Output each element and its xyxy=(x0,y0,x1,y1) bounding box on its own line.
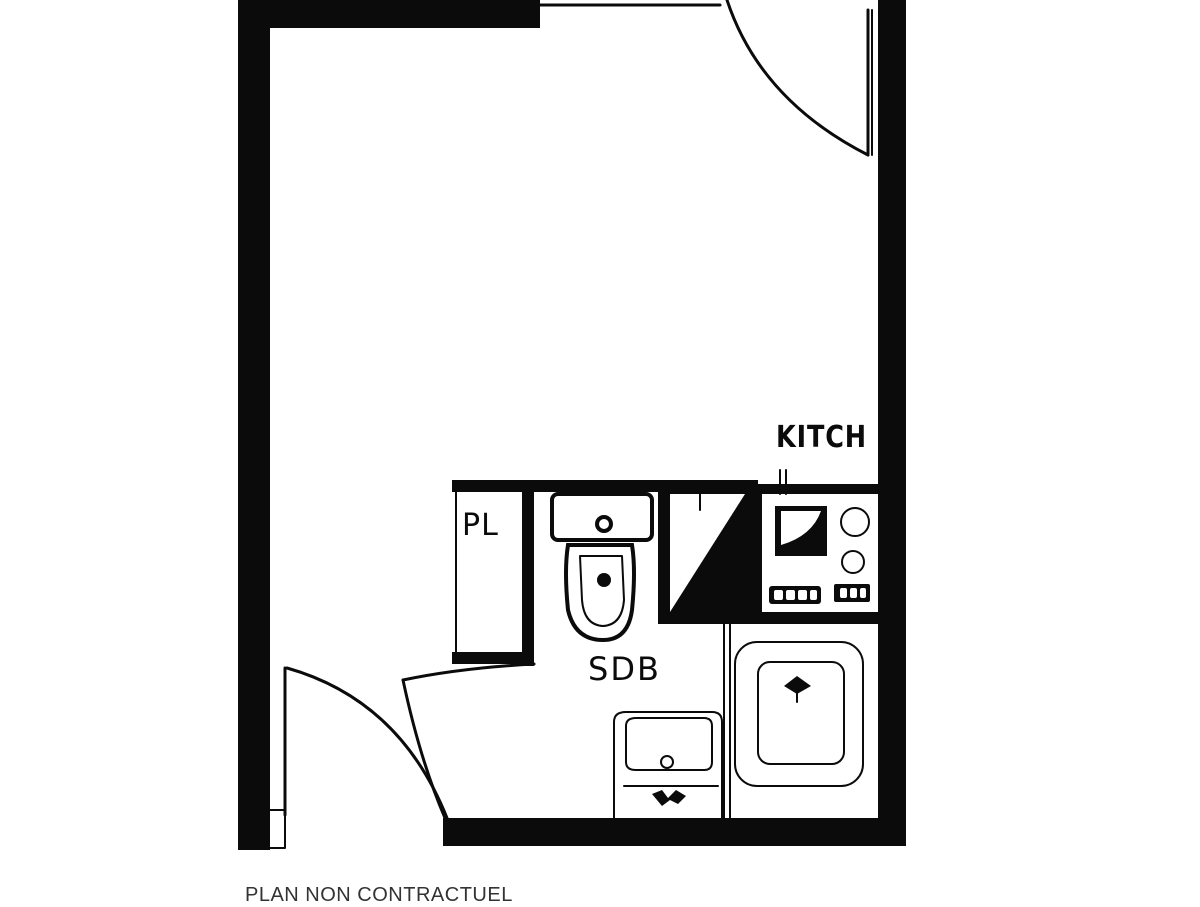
plan-caption: PLAN NON CONTRACTUEL xyxy=(245,884,513,906)
room-label-closet: PL xyxy=(462,508,499,543)
exterior-walls xyxy=(238,0,906,850)
washbasin-fixture xyxy=(613,711,723,819)
shower-tray xyxy=(734,641,864,787)
toilet-fixture xyxy=(550,492,654,643)
room-label-bathroom: SDB xyxy=(588,650,661,688)
room-label-kitchenette: KITCH xyxy=(776,420,867,455)
bathroom-walls xyxy=(401,621,731,820)
entry-door xyxy=(269,666,449,849)
balcony-door xyxy=(725,0,873,157)
kitchenette xyxy=(752,469,884,624)
shower-fixture xyxy=(658,480,758,624)
